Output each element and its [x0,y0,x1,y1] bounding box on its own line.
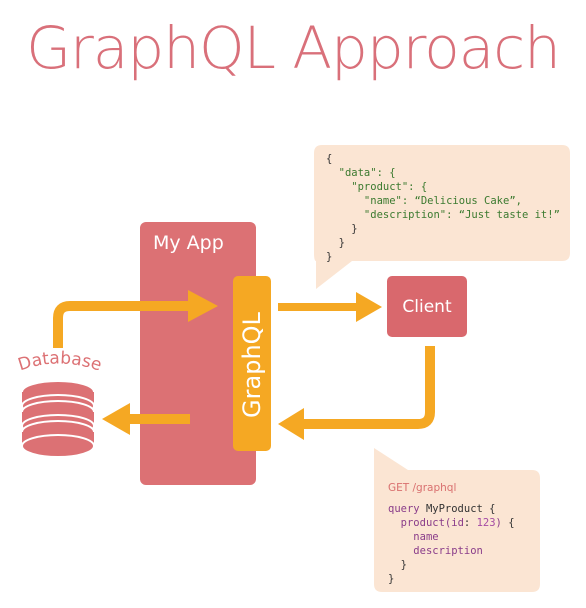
response-json-line: } [326,223,358,235]
response-json-line: { [326,153,333,165]
response-json-line: "data": { [326,167,396,179]
graphql-bar [233,276,271,451]
arrow-app-to-database [102,403,190,435]
client-box [387,276,467,337]
query-arg-value: 123 [476,517,496,529]
arrow-database-to-graphql [53,290,218,348]
arrow-graphql-to-client [278,292,382,322]
query-close-outer: } [388,573,395,585]
graphql-label: GraphQL [238,311,266,418]
database-icon [21,380,95,458]
database-label: Database [16,348,104,375]
response-json-line: "description": “Just taste it!” [326,209,560,221]
response-json-line: } [326,237,345,249]
query-subfield: description [413,545,483,557]
query-open-brace: { [489,503,496,515]
response-bubble [314,145,570,289]
response-json-line: "name": “Delicious Cake”, [326,195,522,207]
request-endpoint: GET /graphql [388,482,457,494]
request-query: query MyProduct { product(id: 123) { nam… [388,503,515,585]
request-bubble [374,448,540,592]
response-json-line: } [326,251,333,263]
query-name: MyProduct [425,503,483,515]
arrow-client-to-graphql [278,346,435,440]
client-label: Client [402,297,452,317]
response-json-line: "product": { [326,181,428,193]
response-json: { "data": { "product": { "name": “Delici… [326,152,560,264]
page-title: GraphQL Approach [26,14,561,82]
query-subfield: name [413,531,439,543]
my-app-label: My App [153,232,224,254]
query-keyword: query [388,503,420,515]
query-field: product [400,517,445,529]
query-arg-name: id [451,517,464,529]
query-close-inner: } [400,559,407,571]
